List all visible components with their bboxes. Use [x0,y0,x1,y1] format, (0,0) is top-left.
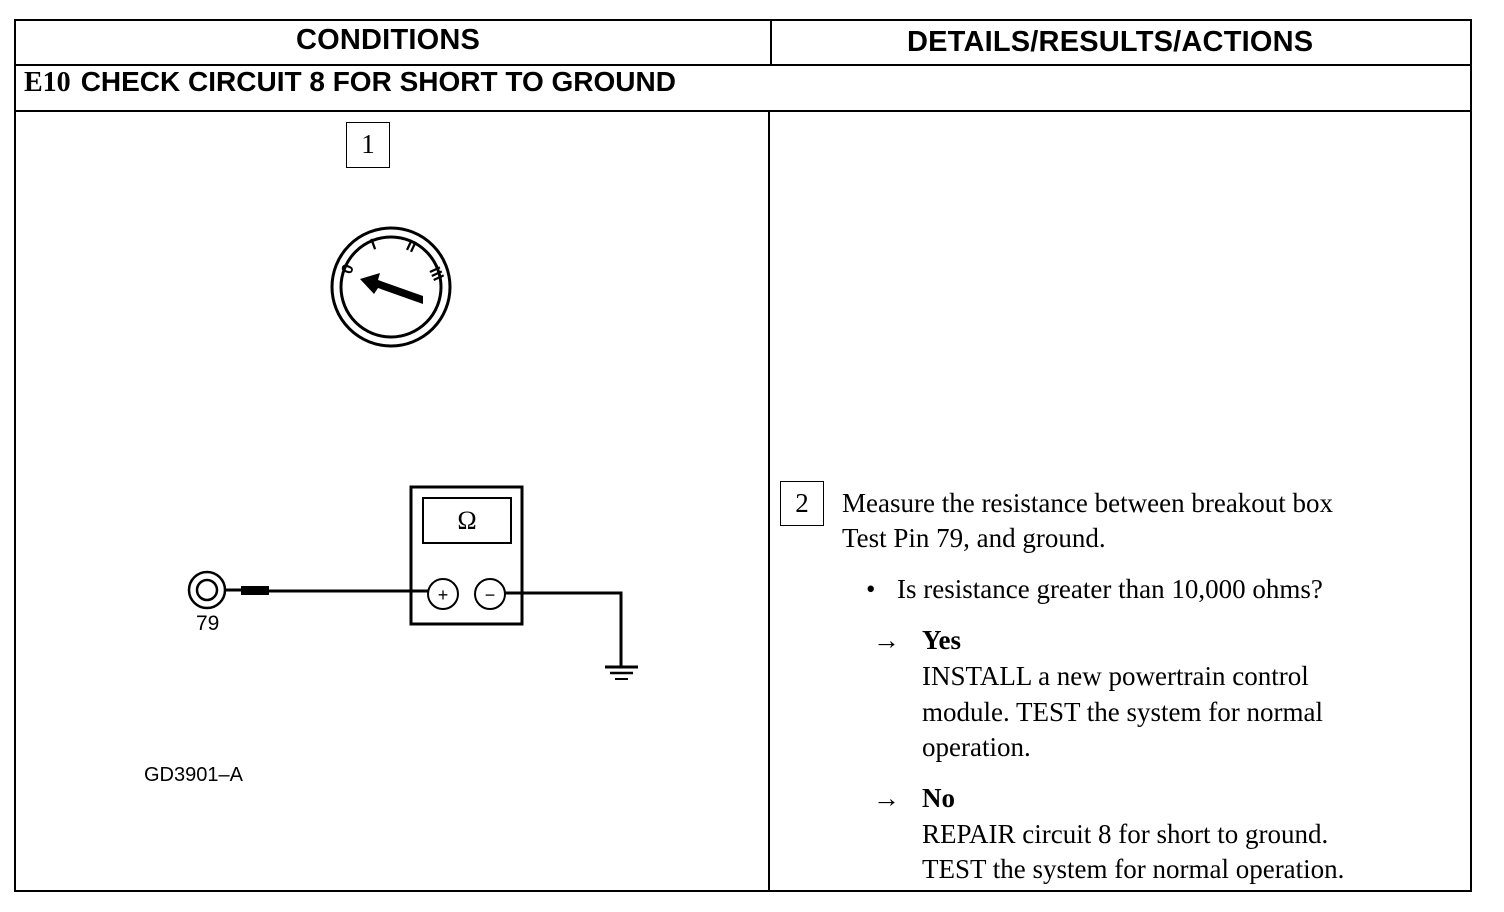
ignition-pos-1: I [369,236,379,253]
step-title-text: CHECK CIRCUIT 8 FOR SHORT TO GROUND [80,66,676,97]
yes-action-line-1: INSTALL a new powertrain control [922,661,1309,691]
header-column-divider [770,19,772,65]
yes-arrow-icon: → [873,625,900,655]
step-1-number-box: 1 [346,122,390,168]
ohm-symbol: Ω [457,506,476,535]
conditions-header: CONDITIONS [296,24,481,56]
ignition-key-arrow-icon [360,273,423,304]
instruction-line-1: Measure the resistance between breakout … [842,488,1334,518]
meter-minus-terminal: − [485,585,496,605]
bullet-icon: • [866,574,876,604]
no-arrow-icon: → [873,783,900,813]
test-pin-icon [187,570,269,610]
no-label: No [922,783,955,813]
wire-negative [505,591,623,667]
instruction-line-2: Test Pin 79, and ground. [842,523,1106,553]
header-divider [14,64,1472,66]
ground-icon [605,665,638,680]
step-title: E10 CHECK CIRCUIT 8 FOR SHORT TO GROUND [24,66,676,99]
yes-action-line-3: operation. [922,732,1031,762]
meter-plus-terminal: + [438,585,449,605]
step-id: E10 [24,67,71,98]
details-header: DETAILS/RESULTS/ACTIONS [907,26,1314,58]
ignition-switch-icon: 0 I II III [330,226,452,348]
ignition-pos-3: III [425,265,446,284]
no-action-line-1: REPAIR circuit 8 for short to ground. [922,819,1329,849]
question-text: Is resistance greater than 10,000 ohms? [897,574,1323,604]
body-column-divider [768,110,770,892]
ohmmeter-icon: Ω + − [409,485,524,626]
yes-action-line-2: module. TEST the system for normal [922,697,1323,727]
pin-label: 79 [196,612,220,635]
title-divider [14,110,1472,112]
step-2-number-box: 2 [780,481,824,526]
yes-label: Yes [922,625,961,655]
table-frame [14,19,1472,892]
figure-id: GD3901–A [144,764,243,786]
no-action-line-2: TEST the system for normal operation. [922,854,1345,884]
